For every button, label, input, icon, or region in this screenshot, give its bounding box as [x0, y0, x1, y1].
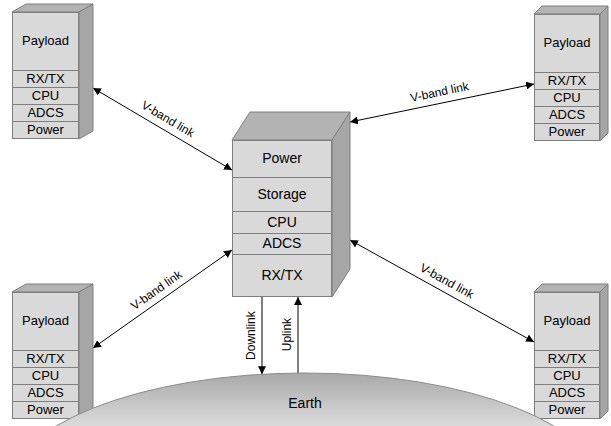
ground-link [262, 297, 263, 374]
subsystem-cell: Power [534, 401, 600, 419]
box-side-face [600, 6, 608, 141]
subsystem-label: RX/TX [26, 72, 64, 86]
subsystem-label: Payload [544, 314, 591, 328]
v-band-link [93, 88, 232, 170]
subsystem-label: CPU [267, 215, 297, 230]
subsystem-cell: ADCS [232, 233, 332, 255]
box-side-face [332, 112, 350, 297]
subsystem-label: ADCS [27, 106, 63, 120]
subsystem-cell: CPU [534, 367, 600, 385]
subsystem-label: Storage [257, 187, 306, 202]
payload-cell: Payload [534, 14, 600, 73]
subsystem-cell: RX/TX [12, 350, 79, 368]
subsystem-cell: ADCS [534, 384, 600, 402]
box-side-face [600, 284, 608, 419]
subsystem-cell: Power [12, 401, 79, 419]
link-label: Downlink [245, 311, 258, 360]
link-label: V-band link [128, 268, 184, 313]
subsystem-cell: ADCS [534, 106, 600, 124]
subsystem-label: ADCS [549, 108, 585, 122]
subsystem-cell: RX/TX [232, 254, 332, 297]
subsystem-label: Payload [22, 34, 69, 48]
box-side-face [79, 284, 93, 419]
satellite-box: PayloadRX/TX CPU ADCS Power [12, 292, 79, 419]
subsystem-cell: RX/TX [534, 72, 600, 90]
subsystem-label: ADCS [27, 386, 63, 400]
central-satellite: PowerStorageCPU ADCS RX/TX [232, 140, 332, 297]
satellite-box: PayloadRX/TX CPU ADCS Power [12, 12, 79, 139]
subsystem-label: CPU [32, 369, 59, 383]
subsystem-cell: CPU [12, 87, 79, 105]
payload-cell: Payload [12, 12, 79, 71]
subsystem-cell: ADCS [12, 104, 79, 122]
v-band-link [350, 240, 534, 342]
subsystem-label: RX/TX [548, 74, 586, 88]
earth-outline [5, 373, 605, 426]
subsystem-label: ADCS [263, 236, 302, 251]
subsystem-label: Power [262, 151, 302, 166]
subsystem-cell: CPU [534, 89, 600, 107]
subsystem-label: RX/TX [26, 352, 64, 366]
subsystem-label: Power [549, 403, 586, 417]
subsystem-cell: RX/TX [12, 70, 79, 88]
subsystem-cell: RX/TX [534, 350, 600, 368]
payload-cell: Payload [534, 292, 600, 351]
box-top-face [232, 112, 350, 140]
subsystem-cell: Storage [232, 177, 332, 212]
subsystem-label: CPU [32, 89, 59, 103]
subsystem-label: Power [27, 123, 64, 137]
subsystem-cell: CPU [232, 211, 332, 234]
subsystem-cell: Power [232, 140, 332, 178]
earth-ground: Earth [5, 372, 605, 426]
subsystem-label: Power [27, 403, 64, 417]
box-top-face [534, 284, 608, 292]
link-label: Uplink [281, 318, 294, 351]
subsystem-cell: Power [12, 121, 79, 139]
subsystem-label: Power [549, 125, 586, 139]
earth-label: Earth [5, 396, 605, 411]
link-label: V-band link [409, 80, 470, 105]
subsystem-label: Payload [544, 36, 591, 50]
ground-link [298, 297, 299, 373]
box-top-face [534, 6, 608, 14]
link-label: V-band link [139, 99, 197, 141]
satellite-box: PayloadRX/TX CPU ADCS Power [534, 14, 600, 141]
subsystem-label: Payload [22, 314, 69, 328]
satellite-box: PayloadRX/TX CPU ADCS Power [534, 292, 600, 419]
link-label: V-band link [418, 262, 476, 302]
subsystem-label: CPU [553, 369, 580, 383]
v-band-link [93, 250, 232, 348]
subsystem-cell: ADCS [12, 384, 79, 402]
subsystem-cell: CPU [12, 367, 79, 385]
subsystem-label: RX/TX [261, 268, 302, 283]
payload-cell: Payload [12, 292, 79, 351]
subsystem-label: RX/TX [548, 352, 586, 366]
subsystem-cell: Power [534, 123, 600, 141]
box-side-face [79, 4, 93, 139]
subsystem-label: ADCS [549, 386, 585, 400]
subsystem-label: CPU [553, 91, 580, 105]
